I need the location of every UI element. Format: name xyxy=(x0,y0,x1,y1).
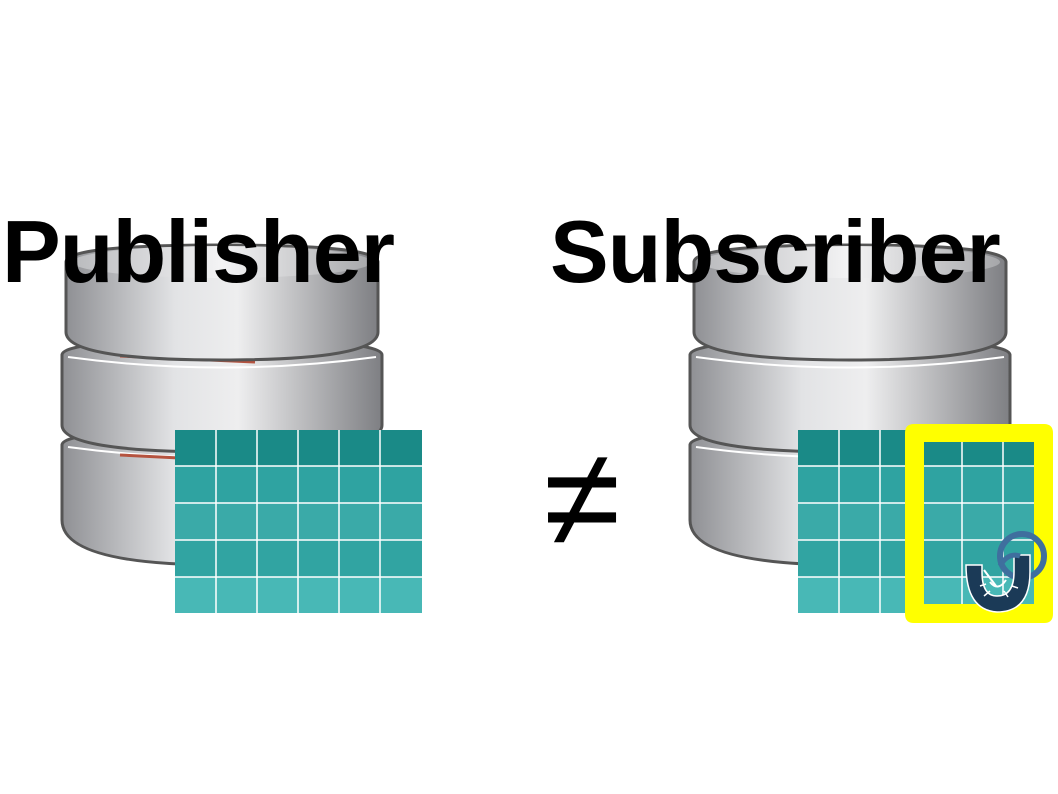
subscriber-disk-top xyxy=(692,243,1008,362)
hook-icon xyxy=(965,531,1047,613)
highlight-frame xyxy=(905,424,1053,623)
publisher-disk-top xyxy=(64,243,380,362)
not-equal-symbol: ≠ xyxy=(543,419,621,576)
subscriber-label: Subscriber xyxy=(550,202,1001,301)
publisher-label: Publisher xyxy=(2,202,395,301)
publisher-table-icon xyxy=(175,430,422,613)
